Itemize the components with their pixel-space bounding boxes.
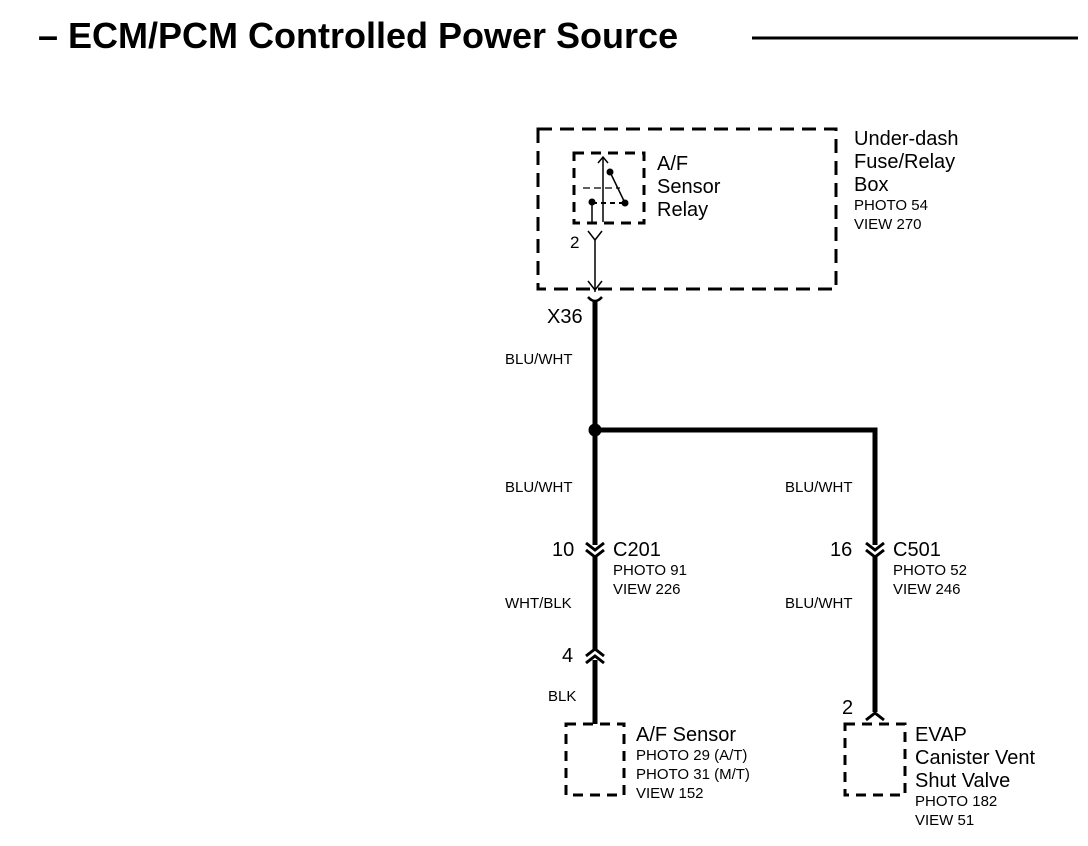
fuse-box-name-line-1: Under-dash: [854, 128, 959, 150]
page-title: – ECM/PCM Controlled Power Source: [38, 15, 678, 56]
relay-name-line-1: A/F: [657, 153, 688, 175]
connector-x36-label: X36: [547, 306, 583, 328]
evap-photo: PHOTO 182: [915, 793, 997, 810]
fuse-relay-box-outline: [536, 127, 838, 291]
af-sensor-photo-mt: PHOTO 31 (M/T): [636, 766, 750, 783]
fuse-box-photo: PHOTO 54: [854, 197, 928, 214]
af-sensor-relay-outline: [572, 151, 646, 225]
fuse-box-label: Under-dash Fuse/Relay Box PHOTO 54 VIEW …: [854, 128, 959, 233]
evap-valve-outline: [843, 722, 907, 797]
af-sensor-photo-at: PHOTO 29 (A/T): [636, 747, 747, 764]
c201-view: VIEW 226: [613, 581, 681, 598]
c501-name: C501: [893, 539, 941, 561]
evap-connector-symbol: [865, 711, 885, 722]
evap-name-line-1: EVAP: [915, 724, 967, 746]
c201-connector-symbol: [585, 541, 605, 559]
evap-name-line-3: Shut Valve: [915, 770, 1010, 792]
af-sensor-outline: [564, 722, 626, 797]
wire-color-right-lower: BLU/WHT: [785, 595, 853, 612]
af-sensor-pin-number: 4: [562, 645, 573, 667]
evap-pin-number: 2: [842, 697, 853, 719]
relay-pin-terminal: [587, 230, 603, 242]
wire-color-right-mid: BLU/WHT: [785, 479, 853, 496]
wire-color-left-bottom: BLK: [548, 688, 576, 705]
relay-name-line-2: Sensor: [657, 176, 721, 198]
evap-view: VIEW 51: [915, 812, 974, 829]
wire-color-left-lower: WHT/BLK: [505, 595, 572, 612]
relay-name-line-3: Relay: [657, 199, 708, 221]
relay-label: A/F Sensor Relay: [657, 153, 721, 221]
af-sensor-view: VIEW 152: [636, 785, 704, 802]
fuse-box-view: VIEW 270: [854, 216, 922, 233]
c501-pin-number: 16: [830, 539, 852, 561]
evap-valve-label: EVAP Canister Vent Shut Valve PHOTO 182 …: [915, 724, 1036, 829]
c201-pin-number: 10: [552, 539, 574, 561]
af-sensor-connector-symbol: [585, 647, 605, 665]
wire-splice-to-c501: [595, 427, 878, 545]
fuse-box-name-line-3: Box: [854, 174, 888, 196]
c501-view: VIEW 246: [893, 581, 961, 598]
wire-color-left-mid: BLU/WHT: [505, 479, 573, 496]
fuse-box-exit-arrow: [587, 280, 603, 292]
relay-switch-symbol: [583, 155, 629, 222]
c201-photo: PHOTO 91: [613, 562, 687, 579]
af-sensor-name: A/F Sensor: [636, 724, 736, 746]
c201-name: C201: [613, 539, 661, 561]
wire-color-top: BLU/WHT: [505, 351, 573, 368]
fuse-box-name-line-2: Fuse/Relay: [854, 151, 955, 173]
relay-pin-number: 2: [570, 233, 579, 252]
c501-connector-symbol: [865, 541, 885, 559]
c501-photo: PHOTO 52: [893, 562, 967, 579]
evap-name-line-2: Canister Vent: [915, 747, 1036, 769]
